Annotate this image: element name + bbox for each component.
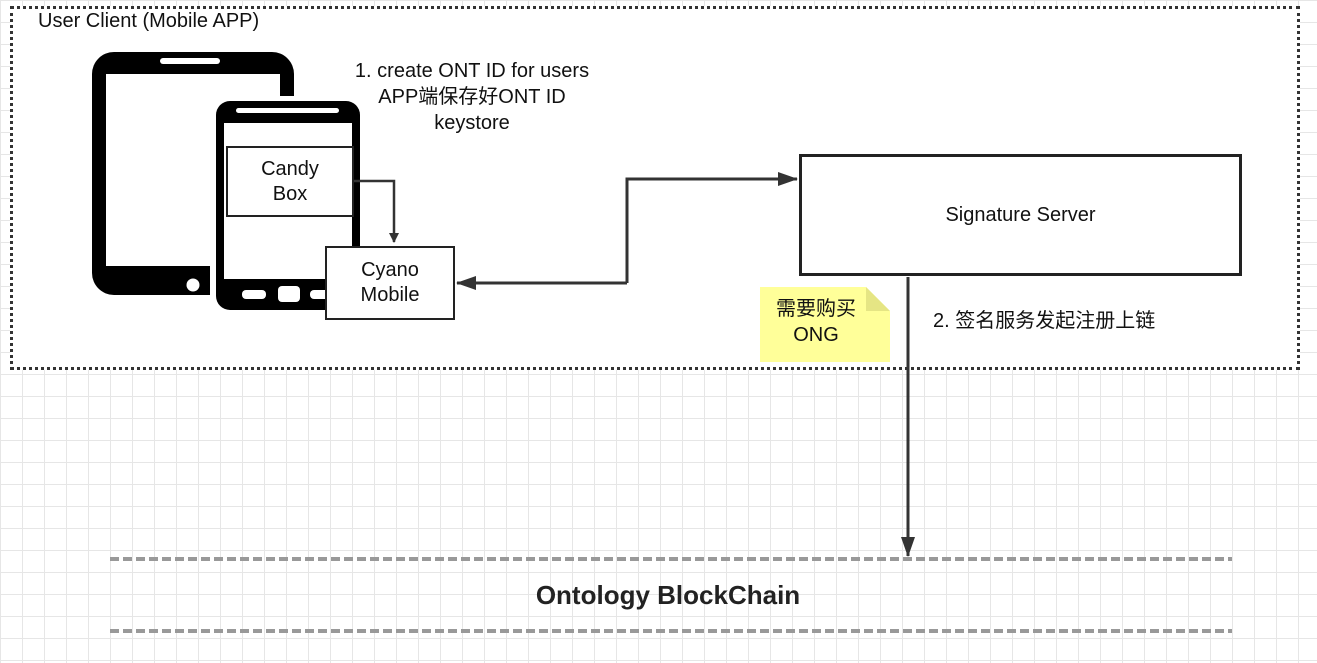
arrow-candy-to-cyano xyxy=(354,179,399,243)
sticky-note-text: 需要购买 ONG xyxy=(760,296,872,348)
create-ont-id-note: 1. create ONT ID for users APP端保存好ONT ID… xyxy=(312,58,632,136)
blockchain-label: Ontology BlockChain xyxy=(535,580,801,610)
note-line-2: APP端保存好ONT ID xyxy=(378,86,566,108)
sticky-note xyxy=(760,287,890,362)
cyano-mobile-label-1: Cyano xyxy=(361,259,419,281)
candy-box-label-1: Candy xyxy=(261,157,319,180)
candy-box-label-2: Box xyxy=(272,182,308,205)
candy-box-node: Candy Box xyxy=(226,146,354,217)
arrow-to-signature-server xyxy=(625,172,798,283)
note-line-3: keystore xyxy=(434,112,510,134)
user-client-title: User Client (Mobile APP) xyxy=(38,10,260,32)
cyano-mobile-node: Cyano Mobile xyxy=(325,246,455,320)
step2-label: 2. 签名服务发起注册上链 xyxy=(933,310,1156,332)
sticky-note-line-2: ONG xyxy=(793,324,839,346)
note-line-1: 1. create ONT ID for users xyxy=(354,60,590,82)
signature-server-label: Signature Server xyxy=(945,203,1096,226)
signature-server-node: Signature Server xyxy=(799,154,1242,276)
cyano-mobile-label-2: Mobile xyxy=(360,284,420,306)
sticky-note-line-1: 需要购买 xyxy=(776,298,856,320)
